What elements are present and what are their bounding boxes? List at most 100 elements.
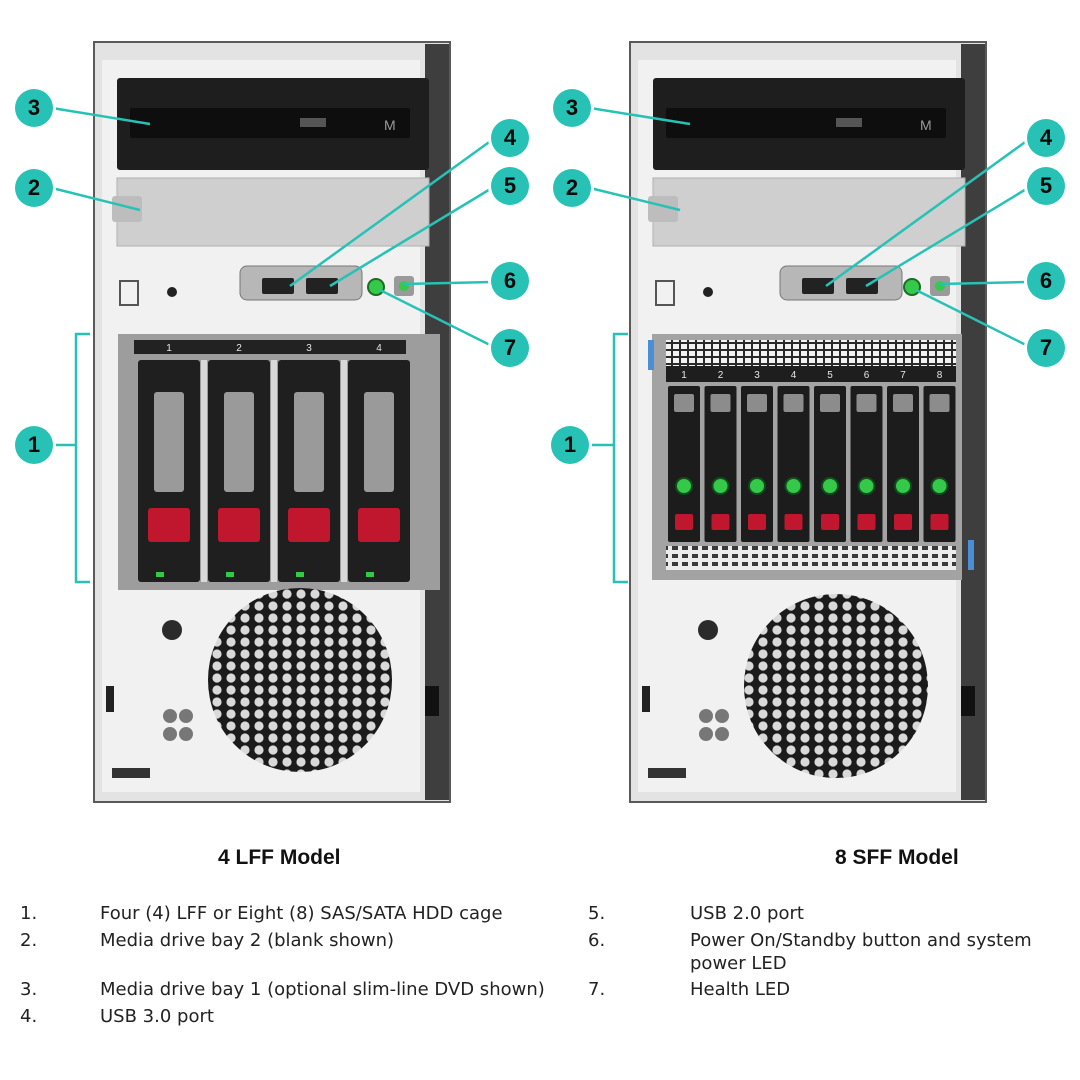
usb-3-port [802,278,834,294]
drive-status-led [711,477,730,495]
callout-5: 5 [491,167,529,205]
sff-drive-carrier[interactable] [777,386,810,542]
legend-text: Power On/Standby button and system power… [690,930,1032,974]
callout-6: 6 [1027,262,1065,300]
legend-number: 7. [588,979,606,1000]
drive-release-handle[interactable] [218,508,260,542]
callout-1: 1 [15,426,53,464]
drive-release-button[interactable] [711,514,730,530]
bay-label: 4 [376,343,382,354]
drive-status-led [930,477,949,495]
lff-drive-carrier[interactable] [278,360,340,582]
lff-drive-cage: 1 2 3 4 [118,334,440,590]
drive-status-led [675,477,693,495]
sff-model-title: 8 SFF Model [835,846,959,869]
sff-server-front: M 1 2 3 4 5 6 7 8 [629,41,987,803]
drive-release-handle[interactable] [358,508,400,542]
legend-text: USB 2.0 port [690,903,804,924]
legend-text: USB 3.0 port [100,1006,214,1027]
drive-release-button[interactable] [857,514,876,530]
sff-drive-carrier[interactable] [741,386,773,542]
legend-text: Media drive bay 1 (optional slim-line DV… [100,979,545,1000]
health-led [903,278,921,296]
bay-label: 4 [791,370,797,381]
callout-3: 3 [15,89,53,127]
dvd-brand-mark: M [920,117,932,133]
bay-label: 1 [166,343,172,354]
media-bay-2-blank [116,177,430,247]
usb-2-port [846,278,878,294]
callout-2: 2 [553,169,591,207]
drive-status-led [821,477,839,495]
usb-3-port [262,278,294,294]
dvd-drive: M [653,78,965,170]
legend-text: Media drive bay 2 (blank shown) [100,930,395,951]
lff-drive-carrier[interactable] [208,360,270,582]
callout-1: 1 [551,426,589,464]
drive-led [156,572,164,577]
drive-release-button[interactable] [748,514,766,530]
callout-7: 7 [1027,329,1065,367]
callout-6: 6 [491,262,529,300]
sff-drive-carrier[interactable] [814,386,846,542]
dvd-brand-mark: M [384,117,396,133]
bay-label: 1 [681,370,687,381]
front-io-panel [239,265,414,301]
callout-2: 2 [15,169,53,207]
sff-drive-carrier[interactable] [704,386,737,542]
drive-release-handle[interactable] [148,508,190,542]
drive-release-button[interactable] [784,514,803,530]
legend-number: 2. [20,930,38,951]
media-bay-2-blank [652,177,966,247]
drive-release-button[interactable] [930,514,949,530]
bay-label: 6 [864,370,870,381]
lff-bay-labels: 1 2 3 4 [166,343,382,354]
dvd-drive: M [117,78,429,170]
sff-fan-grille [744,594,928,778]
legend-number: 3. [20,979,38,1000]
usb-2-port [306,278,338,294]
sff-bay-labels: 1 2 3 4 5 6 7 8 [681,370,943,381]
bay-label: 5 [827,370,833,381]
drive-status-led [857,477,876,495]
sff-drive-cage: 1 2 3 4 5 6 7 8 [648,334,974,580]
server-diagram: M 1 2 3 4 [51,41,1029,803]
lff-drive-carrier[interactable] [138,360,200,582]
drive-status-led [894,477,912,495]
legend-number: 1. [20,903,38,924]
bay-label: 3 [754,370,760,381]
sff-drive-carrier[interactable] [887,386,919,542]
callout-leader-lines [51,106,1029,584]
drive-led [226,572,234,577]
bay-label: 2 [718,370,724,381]
sff-drive-carrier[interactable] [850,386,883,542]
drive-status-led [748,477,766,495]
drive-led [366,572,374,577]
drive-release-handle[interactable] [288,508,330,542]
callout-4: 4 [1027,119,1065,157]
legend-text: Health LED [690,979,791,1000]
bay-label: 7 [900,370,906,381]
sff-drive-carrier[interactable] [668,386,700,542]
legend-number: 4. [20,1006,38,1027]
drive-release-button[interactable] [894,514,912,530]
legend-number: 5. [588,903,606,924]
callout-3: 3 [553,89,591,127]
lff-fan-grille [208,588,392,772]
lff-model-title: 4 LFF Model [218,846,341,869]
legend-number: 6. [588,930,606,951]
drive-release-button[interactable] [675,514,693,530]
drive-status-led [784,477,803,495]
bay-label: 3 [306,343,312,354]
callout-7: 7 [491,329,529,367]
lff-drive-carrier[interactable] [348,360,410,582]
callout-5: 5 [1027,167,1065,205]
bay-label: 8 [937,370,943,381]
legend-text: Four (4) LFF or Eight (8) SAS/SATA HDD c… [100,903,503,924]
sff-drive-carrier[interactable] [923,386,956,542]
health-led [367,278,385,296]
drive-led [296,572,304,577]
drive-release-button[interactable] [821,514,839,530]
bay-label: 2 [236,343,242,354]
lff-server-front: M 1 2 3 4 [93,41,451,803]
